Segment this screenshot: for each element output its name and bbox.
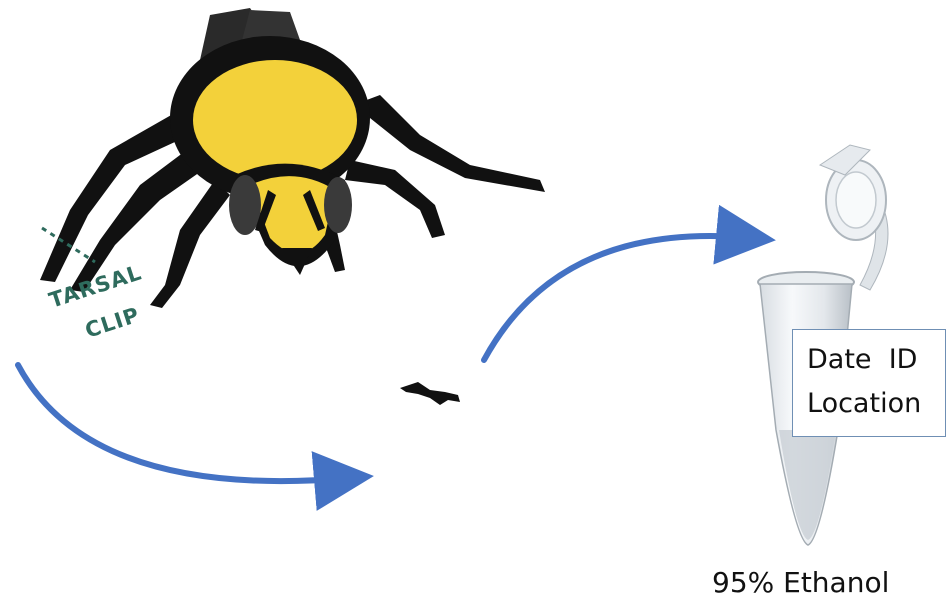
tube-label-box: Date ID Location — [792, 329, 946, 437]
arrow-bee-to-clip — [18, 365, 350, 481]
bee-eye — [324, 177, 352, 233]
tube-label-line-2: Location — [807, 382, 945, 426]
tarsal-clip-fragment — [400, 382, 460, 405]
bee-leg — [150, 180, 230, 308]
tube-cap-inner — [836, 172, 876, 228]
bee-leg — [40, 110, 190, 282]
tube-label-line-1: Date ID — [807, 338, 945, 382]
bee-eye — [229, 175, 261, 235]
bee-thorax-yellow — [193, 60, 357, 180]
bee-leg — [345, 160, 445, 238]
annotation-line-2: CLIP — [82, 303, 143, 343]
arrow-clip-to-tube — [484, 236, 752, 360]
tube-caption: 95% Ethanol — [712, 566, 889, 599]
bumblebee-illustration — [40, 8, 545, 308]
